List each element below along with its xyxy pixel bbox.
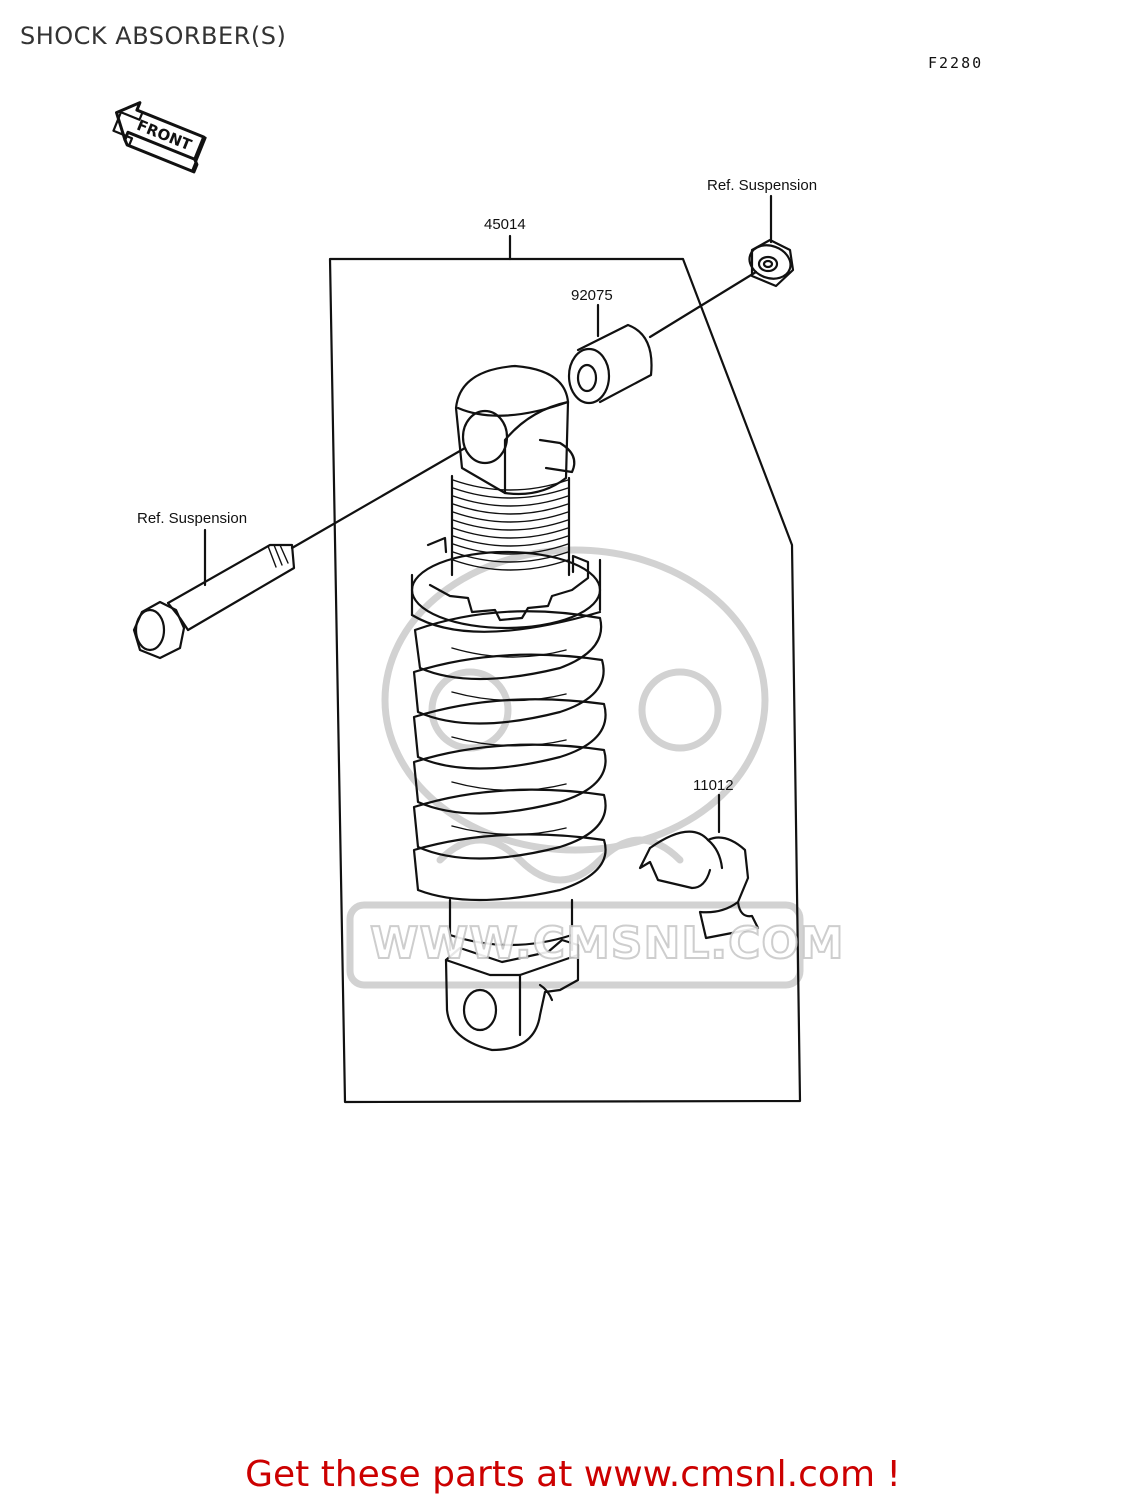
callout-ref-suspension-left: Ref. Suspension bbox=[137, 510, 248, 527]
figure-code: F2280 bbox=[928, 54, 984, 72]
collar bbox=[567, 323, 653, 405]
shock-absorber bbox=[410, 364, 607, 1052]
watermark-text: WWW.CMSNL.COM bbox=[369, 917, 845, 970]
watermark-logo bbox=[346, 546, 804, 989]
assembly-bracket bbox=[328, 257, 802, 1104]
callout-45014: 45014 bbox=[484, 216, 526, 233]
callout-11012: 11012 bbox=[693, 777, 734, 794]
mounting-bolt bbox=[132, 543, 296, 660]
front-arrow-icon: FRONT bbox=[112, 101, 207, 174]
flange-nut bbox=[748, 238, 795, 288]
hose-clamp bbox=[638, 830, 760, 940]
page-title: SHOCK ABSORBER(S) bbox=[20, 22, 287, 50]
callout-ref-suspension-top: Ref. Suspension bbox=[707, 177, 818, 194]
footer-cta-link[interactable]: Get these parts at www.cmsnl.com ! bbox=[245, 1454, 901, 1495]
callout-92075: 92075 bbox=[571, 287, 613, 304]
